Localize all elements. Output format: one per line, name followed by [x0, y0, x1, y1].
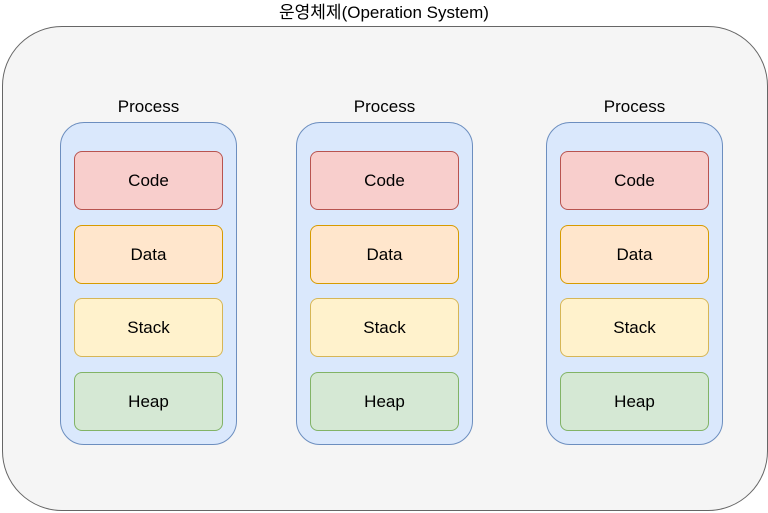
os-title: 운영체제(Operation System) [279, 3, 489, 22]
process-label: Process [603, 97, 666, 116]
code-segment: Code [310, 151, 459, 210]
data-segment: Data [310, 225, 459, 284]
process-box: Code Data Stack Heap [546, 122, 723, 445]
process-label: Process [353, 97, 416, 116]
process-box: Code Data Stack Heap [296, 122, 473, 445]
heap-segment: Heap [310, 372, 459, 431]
stack-segment: Stack [74, 298, 223, 357]
process-label: Process [117, 97, 180, 116]
data-segment: Data [74, 225, 223, 284]
data-segment: Data [560, 225, 709, 284]
heap-segment: Heap [74, 372, 223, 431]
heap-segment: Heap [560, 372, 709, 431]
stack-segment: Stack [310, 298, 459, 357]
stack-segment: Stack [560, 298, 709, 357]
process-box: Code Data Stack Heap [60, 122, 237, 445]
code-segment: Code [560, 151, 709, 210]
code-segment: Code [74, 151, 223, 210]
